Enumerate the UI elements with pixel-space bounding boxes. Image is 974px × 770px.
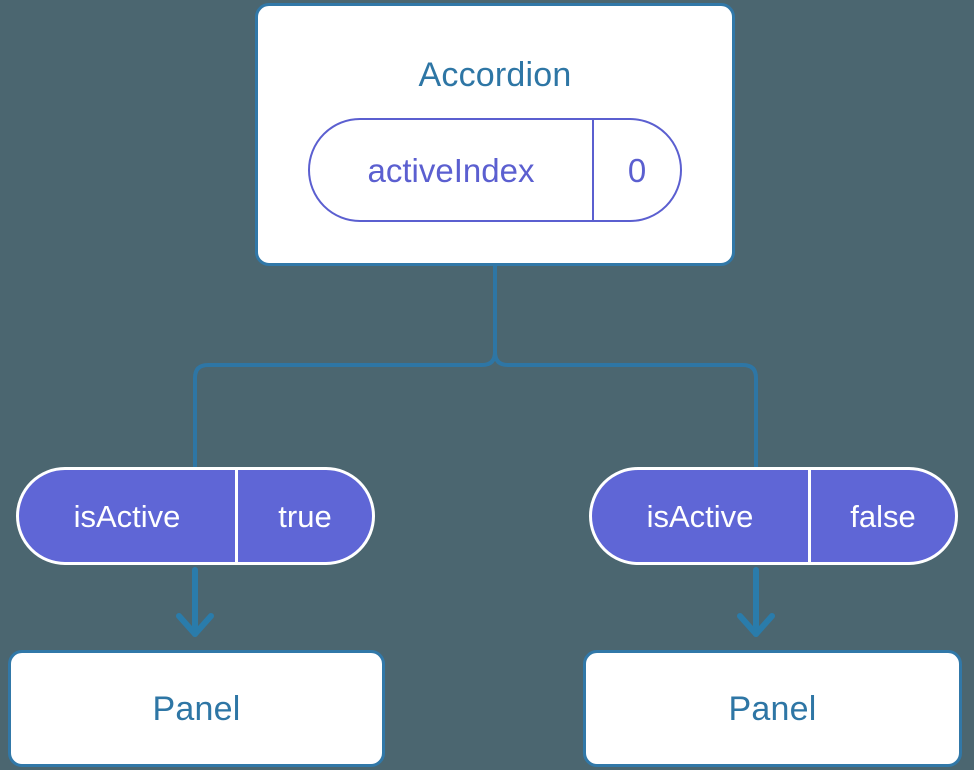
prop-badge-key: activeIndex	[367, 151, 535, 189]
accordion-title: Accordion	[418, 56, 572, 94]
connector-to-left-branch	[193, 350, 497, 469]
panel-component-card-right[interactable]: Panel	[583, 650, 962, 767]
panel-title: Panel	[152, 689, 241, 728]
arrow-left-head-icon	[176, 613, 214, 637]
prop-badge-key: isActive	[73, 498, 181, 534]
prop-badge-active-index[interactable]: activeIndex 0	[308, 118, 682, 222]
panel-component-card-left[interactable]: Panel	[8, 650, 385, 767]
prop-badge-value: 0	[592, 120, 680, 220]
prop-badge-is-active-true[interactable]: isActive true	[16, 467, 375, 565]
panel-title: Panel	[728, 689, 817, 728]
prop-badge-value: true	[235, 470, 372, 562]
prop-badge-is-active-false[interactable]: isActive false	[589, 467, 958, 565]
prop-badge-value: false	[808, 470, 955, 562]
connector-to-right-branch	[493, 350, 758, 469]
arrow-right-head-icon	[737, 613, 775, 637]
prop-badge-key: isActive	[646, 498, 754, 534]
